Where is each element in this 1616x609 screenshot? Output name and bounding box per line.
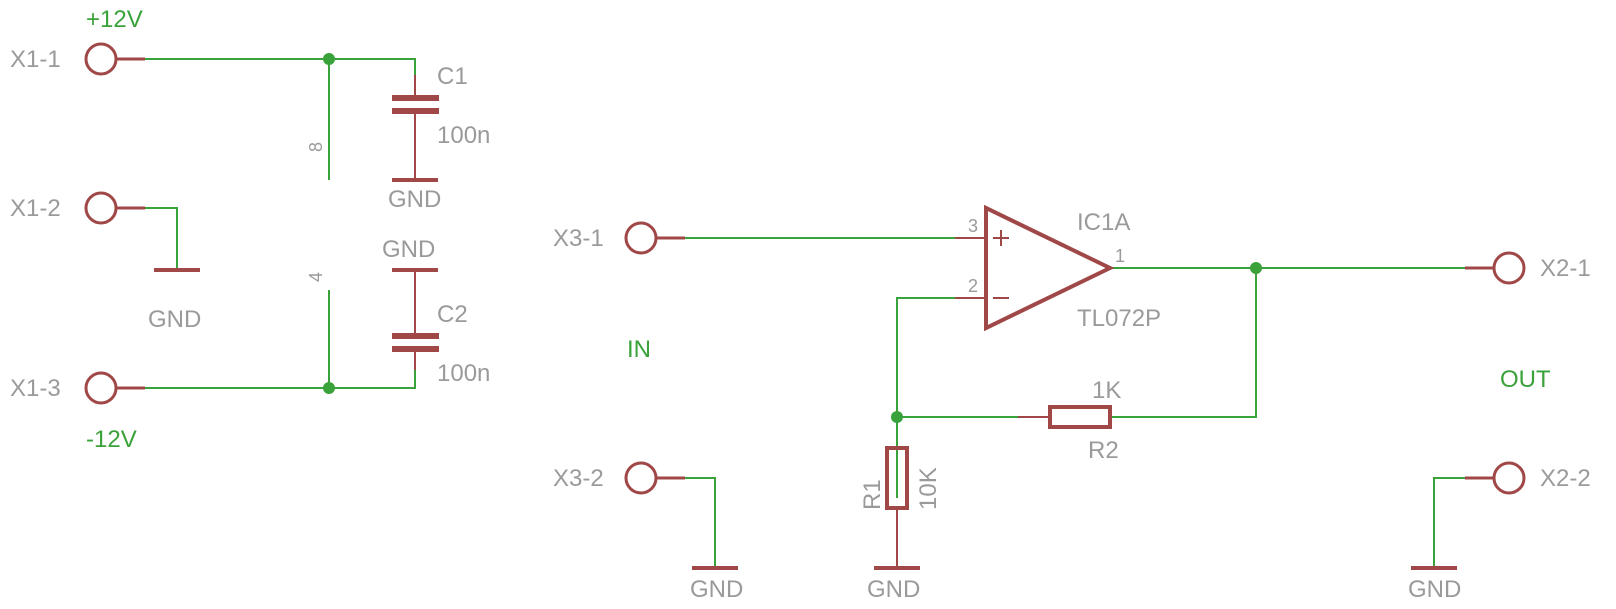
net-label-minus12v: -12V [86,426,137,453]
connector-label-x1-3: X1-3 [10,375,61,402]
resistor-r2 [1018,405,1112,429]
wire-plus12v [145,58,416,75]
net-label-in: IN [627,336,651,363]
connector-pads [84,42,1526,495]
ic-pin-out: 1 [1115,246,1125,266]
gnd-label-r1: GND [867,576,920,603]
connector-pad-x2-1 [1492,251,1526,285]
connector-label-x3-1: X3-1 [553,225,604,252]
c2-name: C2 [437,301,468,328]
r1-name: R1 [859,479,886,510]
capacitor-c2 [392,270,439,370]
wire-x2-2-gnd [1433,477,1465,568]
connector-label-x2-1: X2-1 [1540,255,1591,282]
connector-label-x2-2: X2-2 [1540,465,1591,492]
ic-pin-plus: 3 [968,216,978,236]
r1-value: 10K [915,467,942,510]
wire-x1-2-gnd [145,207,178,270]
wire-feedback-right [1110,268,1257,418]
connector-pad-x1-1 [84,42,118,76]
connector-label-x1-2: X1-2 [10,195,61,222]
connector-pad-x2-2 [1492,461,1526,495]
junction-output [1250,262,1262,274]
r2-name: R2 [1088,437,1119,464]
wire-minus12v [145,370,416,389]
net-label-plus12v: +12V [86,6,143,33]
junctions [323,53,1262,423]
ic-pin-vcc: 8 [306,142,326,152]
c1-name: C1 [437,63,468,90]
gnd-label-x1-2: GND [148,306,201,333]
c1-value: 100n [437,122,490,149]
connector-pad-x1-3 [84,371,118,405]
connector-pad-x1-2 [84,191,118,225]
ic-value: TL072P [1077,305,1161,332]
wire-inverting [896,297,955,498]
gnd-label-c1: GND [388,186,441,213]
wires [145,58,1465,568]
junction-minus12v [323,382,335,394]
ic-pin-vee: 4 [306,272,326,282]
r2-value: 1K [1092,377,1121,404]
c2-value: 100n [437,360,490,387]
ic-name: IC1A [1077,209,1130,236]
junction-plus12v [323,53,335,65]
connector-pad-x3-2 [624,461,658,495]
wire-x3-2-gnd [665,477,716,568]
opamp-ic1a [955,204,1115,332]
gnd-label-x2-2: GND [1408,576,1461,603]
junction-inverting [891,411,903,423]
connector-label-x1-1: X1-1 [10,46,61,73]
resistor-r1 [885,446,909,568]
connector-label-x3-2: X3-2 [553,465,604,492]
connector-pad-x3-1 [624,221,658,255]
gnd-label-c2: GND [382,236,435,263]
gnd-label-x3-2: GND [690,576,743,603]
capacitor-c1 [392,75,439,180]
ic-pin-minus: 2 [968,276,978,296]
net-label-out: OUT [1500,366,1551,393]
